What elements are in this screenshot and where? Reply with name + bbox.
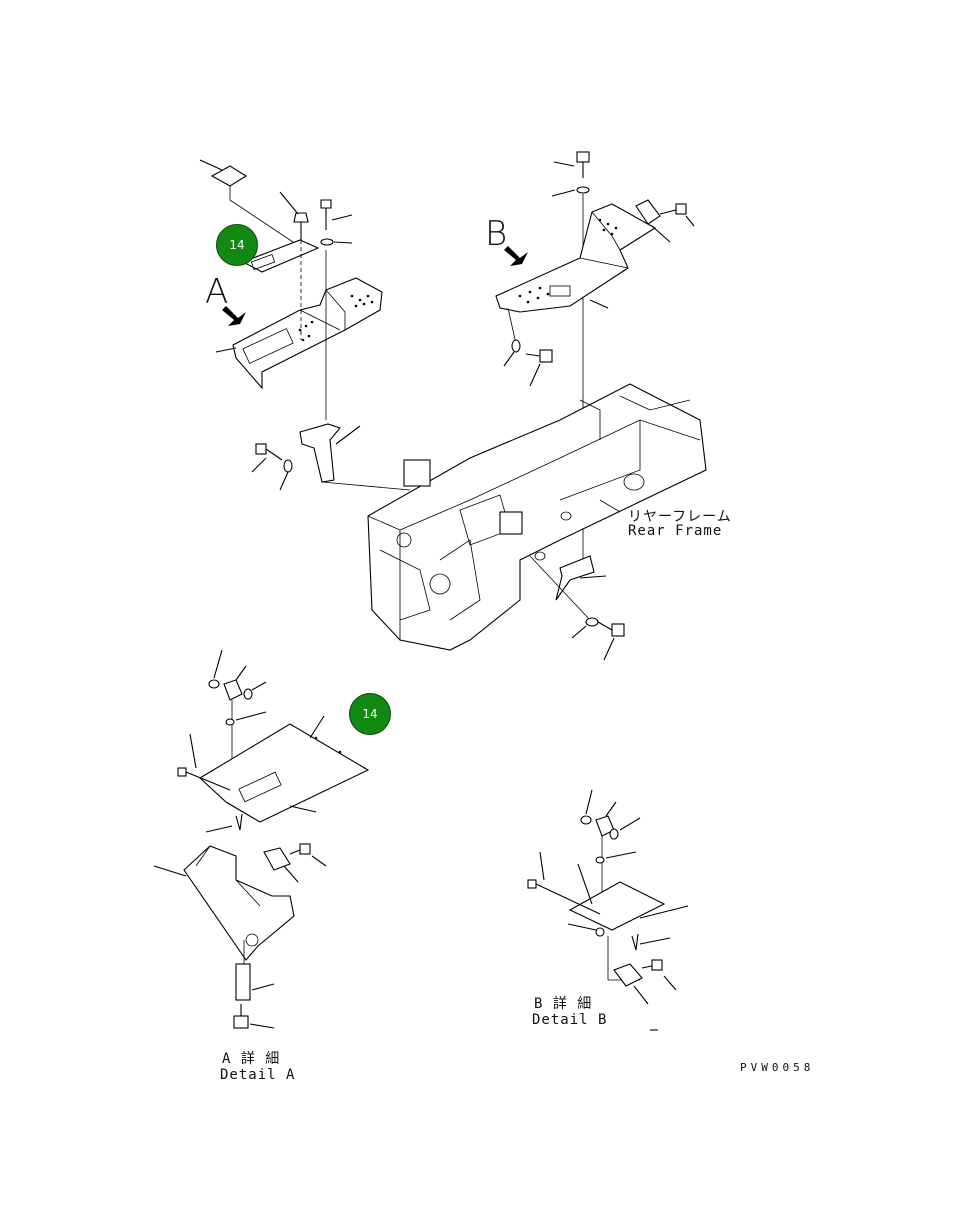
bolt-part — [255, 443, 283, 461]
detail-b-label-en: Detail B — [532, 1012, 608, 1028]
bracket-part — [223, 679, 243, 701]
bolt-part — [527, 879, 601, 915]
washer-part — [208, 679, 220, 689]
washer-part — [576, 186, 590, 194]
bolt-part — [659, 203, 687, 215]
detail-a-label-en: Detail A — [220, 1067, 296, 1083]
detail-b-assembly — [527, 789, 689, 1031]
detail-b-label-jp: B 詳 細 — [534, 996, 593, 1012]
washer-part — [580, 815, 592, 825]
callout-14-top[interactable]: 14 — [216, 224, 258, 266]
support-bracket-part — [555, 555, 595, 601]
step-assembly-a — [232, 277, 383, 390]
detail-a-assembly — [153, 649, 370, 1029]
washer-part — [225, 718, 235, 726]
washer-part — [609, 828, 619, 840]
support-bracket-part — [299, 423, 341, 483]
callout-number: 14 — [362, 707, 378, 721]
washer-part — [320, 238, 334, 246]
rear-frame-label-en: Rear Frame — [628, 523, 723, 539]
callout-14-detail-a[interactable]: 14 — [349, 693, 391, 735]
drawing-code: PVW0058 — [740, 1061, 815, 1074]
bolt-part — [233, 1004, 249, 1029]
view-b-label: B — [485, 214, 508, 254]
step-bracket-part — [183, 845, 295, 961]
washer-part — [511, 339, 521, 353]
rear-frame-part — [367, 383, 707, 651]
bolt-part — [177, 767, 231, 791]
bolt-part — [641, 959, 663, 971]
detail-a-label-jp: A 詳 細 — [222, 1051, 281, 1067]
support-bracket-part — [235, 963, 251, 1001]
bolt-part — [293, 212, 309, 240]
washer-part — [595, 856, 605, 864]
bolt-part — [576, 151, 590, 178]
cover-plate-part — [568, 881, 666, 931]
view-a-arrow — [222, 306, 246, 326]
washer-part — [585, 617, 599, 627]
bolt-part — [597, 621, 625, 637]
view-b-arrow — [504, 246, 528, 266]
rear-frame-label-jp: リヤーフレーム — [628, 509, 732, 525]
view-a-label: A — [205, 272, 229, 312]
bolt-part — [320, 199, 332, 230]
washer-part — [243, 688, 253, 700]
bracket-part — [613, 963, 643, 987]
view-a-assembly — [199, 159, 411, 491]
bracket-part — [263, 847, 291, 871]
callout-number: 14 — [229, 238, 245, 252]
view-b-assembly — [495, 151, 695, 560]
bolt-part — [289, 843, 311, 855]
bracket-part — [635, 199, 661, 225]
cover-plate-part — [199, 723, 370, 823]
washer-part — [283, 459, 293, 473]
small-plate-part — [210, 165, 248, 187]
bolt-part — [525, 349, 553, 363]
